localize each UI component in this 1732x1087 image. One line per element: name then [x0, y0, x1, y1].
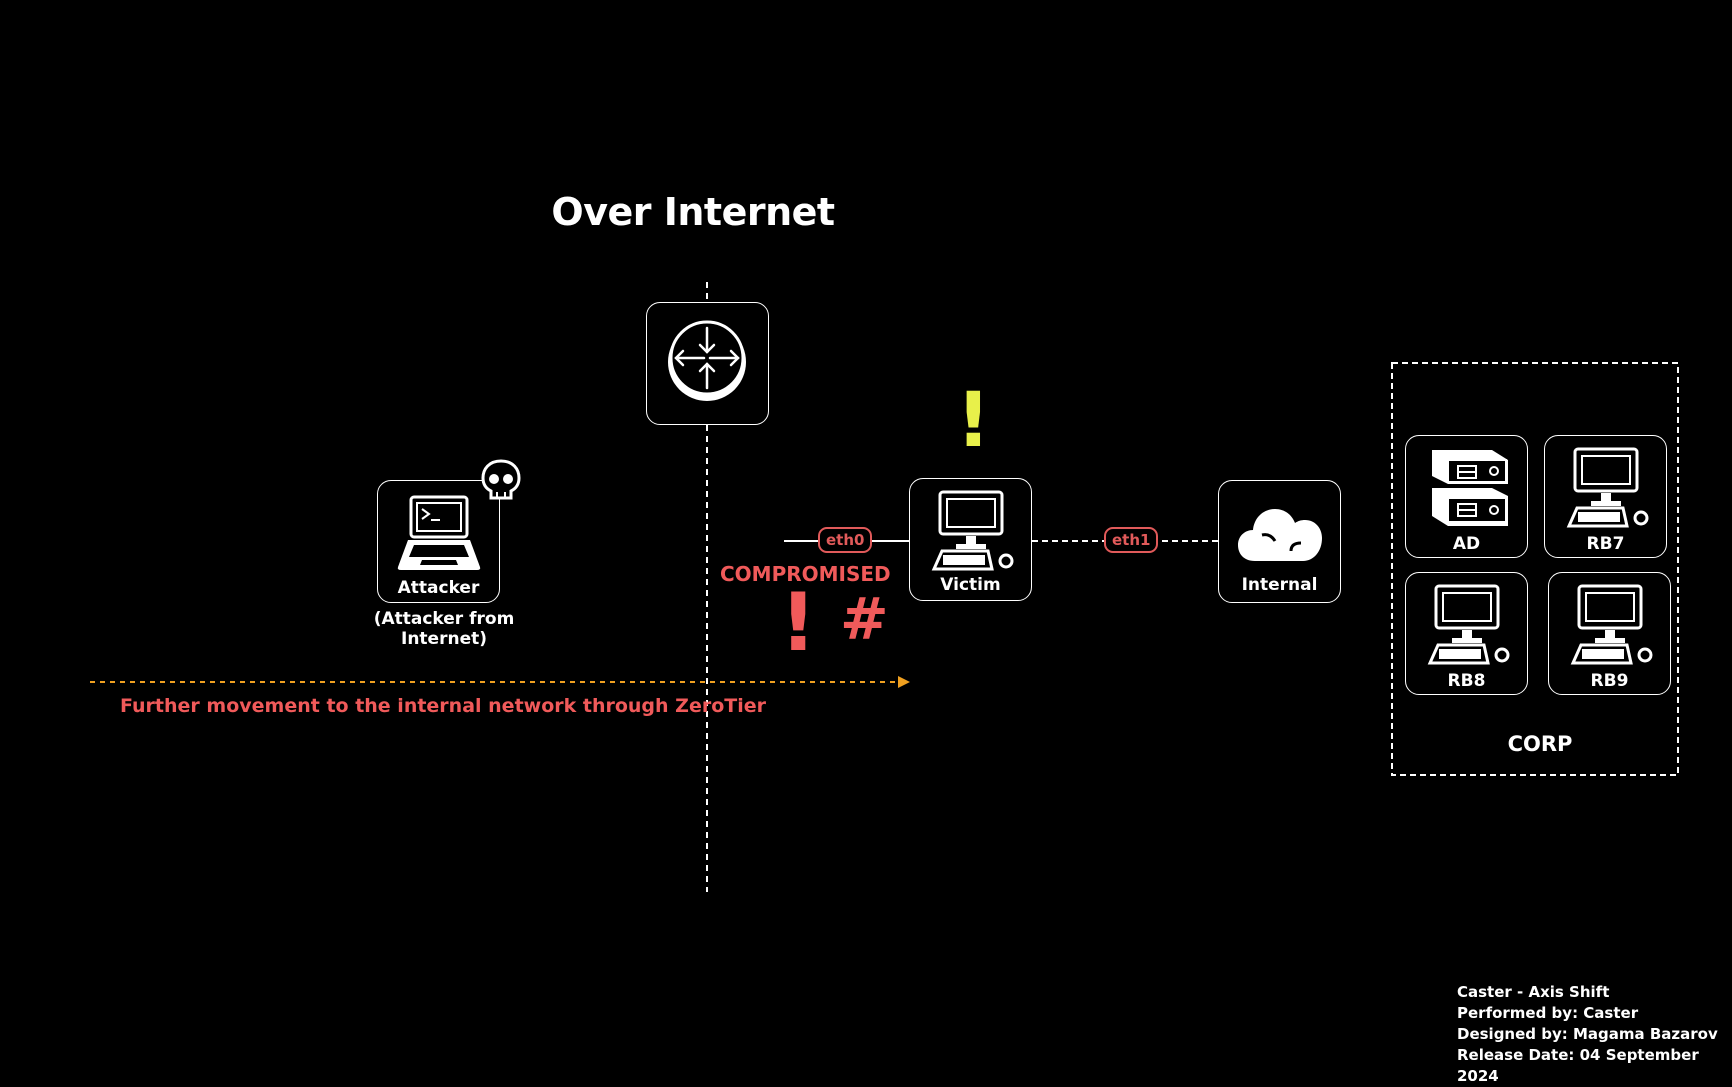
- alert-red-exclaim: !: [780, 576, 817, 669]
- router-icon: [668, 320, 746, 401]
- attacker-label: Attacker: [397, 578, 480, 598]
- attacker-node[interactable]: Attacker: [377, 480, 500, 603]
- rb9-label: RB9: [1590, 671, 1629, 691]
- rb9-node[interactable]: RB9: [1548, 572, 1671, 695]
- movement-description: Further movement to the internal network…: [120, 695, 766, 717]
- eth0-badge: eth0: [818, 527, 873, 553]
- internal-label: Internal: [1241, 575, 1318, 595]
- laptop-terminal-icon: [397, 495, 481, 570]
- router-node[interactable]: [646, 302, 769, 425]
- credit-line: Performed by: Caster: [1457, 1004, 1639, 1022]
- page-title: Over Internet: [551, 190, 835, 234]
- rb7-node[interactable]: RB7: [1544, 435, 1667, 558]
- root-hash-symbol: #: [840, 585, 889, 653]
- credit-line: Release Date: 04 September 2024: [1457, 1046, 1699, 1085]
- credit-line: Designed by: Magama Bazarov: [1457, 1025, 1718, 1043]
- server-icon: [1432, 450, 1508, 526]
- movement-arrow-head: [898, 676, 910, 688]
- attacker-caption: (Attacker from Internet): [373, 609, 515, 649]
- internal-node[interactable]: Internal: [1218, 480, 1341, 603]
- desktop-computer-icon: [1427, 584, 1510, 665]
- victim-node[interactable]: Victim: [909, 478, 1032, 601]
- rb7-label: RB7: [1586, 534, 1625, 554]
- compromised-label: COMPROMISED: [720, 562, 891, 586]
- rb8-node[interactable]: RB8: [1405, 572, 1528, 695]
- credits: Caster - Axis Shift Performed by: Caster…: [1457, 982, 1732, 1087]
- credit-line: Caster - Axis Shift: [1457, 983, 1610, 1001]
- corp-boundary: [1391, 362, 1679, 776]
- skull-icon: [481, 459, 521, 500]
- alert-yellow-exclaim: !: [956, 375, 991, 464]
- desktop-computer-icon: [1570, 584, 1653, 665]
- rb8-label: RB8: [1447, 671, 1486, 691]
- ad-node[interactable]: AD: [1405, 435, 1528, 558]
- ad-label: AD: [1452, 534, 1481, 554]
- eth1-badge: eth1: [1104, 527, 1159, 553]
- desktop-computer-icon: [1566, 447, 1649, 528]
- corp-label: CORP: [1507, 732, 1573, 756]
- victim-label: Victim: [940, 575, 1001, 595]
- cloud-icon: [1238, 509, 1322, 561]
- desktop-computer-icon: [931, 490, 1014, 571]
